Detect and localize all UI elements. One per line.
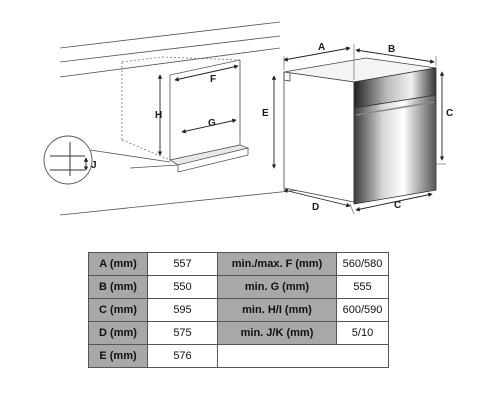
label-a: A: [318, 42, 325, 53]
detail-j-magnifier: [43, 135, 171, 185]
label-d: D: [312, 202, 319, 213]
row-label: min./max. F (mm): [217, 252, 337, 276]
oven-drawing: [283, 57, 437, 205]
label-f: F: [210, 74, 216, 85]
label-b: B: [388, 44, 395, 55]
row-label: E (mm): [88, 344, 148, 368]
label-c-bottom: C: [394, 200, 401, 211]
table-row: B (mm) 550 min. G (mm) 555: [88, 275, 389, 299]
row-label: min. J/K (mm): [217, 321, 337, 345]
empty-cell: [217, 344, 389, 368]
table-row: C (mm) 595 min. H/I (mm) 600/590: [88, 298, 389, 322]
row-value: 576: [147, 344, 218, 368]
row-label: min. H/I (mm): [217, 298, 337, 322]
table-row: E (mm) 576: [88, 344, 389, 368]
cabinet-niche-drawing: [59, 21, 301, 216]
label-e: E: [262, 108, 269, 119]
row-value: 595: [147, 298, 218, 322]
oven-dimension-diagram: H F G J A B: [43, 21, 453, 216]
table-row: D (mm) 575 min. J/K (mm) 5/10: [88, 321, 389, 345]
label-c-vertical: C: [446, 108, 453, 119]
row-value: 560/580: [336, 252, 389, 276]
dimensions-table: A (mm) 557 min./max. F (mm) 560/580 B (m…: [88, 252, 389, 368]
row-value: 557: [147, 252, 218, 276]
row-label: B (mm): [88, 275, 148, 299]
table-row: A (mm) 557 min./max. F (mm) 560/580: [88, 252, 389, 276]
row-value: 575: [147, 321, 218, 345]
row-value: 550: [147, 275, 218, 299]
row-label: C (mm): [88, 298, 148, 322]
row-value: 5/10: [336, 321, 389, 345]
label-g: G: [208, 118, 216, 129]
row-value: 600/590: [336, 298, 389, 322]
row-label: A (mm): [88, 252, 148, 276]
row-value: 555: [336, 275, 389, 299]
row-label: D (mm): [88, 321, 148, 345]
label-h: H: [155, 110, 162, 121]
row-label: min. G (mm): [217, 275, 337, 299]
label-j: J: [91, 160, 97, 171]
